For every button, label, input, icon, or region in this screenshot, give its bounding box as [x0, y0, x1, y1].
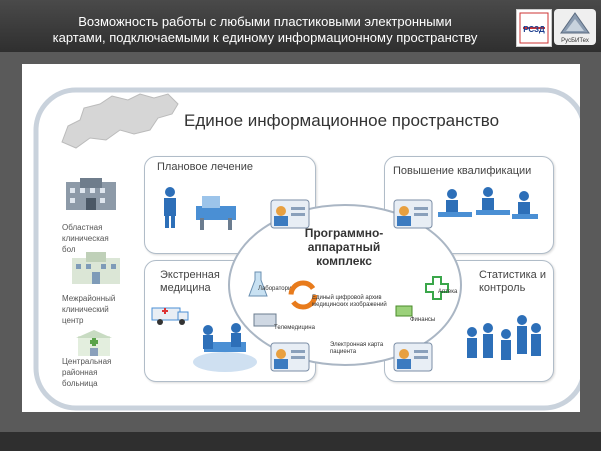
flask-icon	[248, 271, 268, 297]
ecard-label: Электронная карта пациента	[330, 342, 384, 355]
id-card-icon	[270, 199, 310, 229]
id-card-icon	[393, 342, 433, 372]
people-crowd-icon	[467, 315, 541, 360]
panel-qualification-label: Повышение квалификации	[393, 165, 532, 177]
central-hospital-label: Центральная районная больница	[62, 357, 112, 388]
rzd-logo: РСЗД	[516, 9, 552, 47]
finance-label: Финансы	[410, 317, 436, 323]
ambulance-icon	[151, 307, 189, 325]
footer-bar	[0, 432, 601, 451]
central-hospital-building-icon	[76, 330, 112, 356]
regional-hospital-label: Областная клиническая бол	[62, 223, 109, 254]
medical-equipment-icon	[196, 196, 236, 230]
pharmacy-label: Аптека	[438, 289, 458, 295]
id-card-icon	[393, 199, 433, 229]
pharmacy-cross-icon	[425, 276, 449, 300]
id-card-icon	[270, 342, 310, 372]
slide-title: Возможность работы с любыми пластиковыми…	[20, 14, 510, 46]
panel-emergency-label: Экстренная медицина	[160, 269, 220, 294]
regional-hospital-building-icon	[66, 178, 116, 210]
rusbitech-logo-text: РусБИТех	[561, 38, 589, 44]
money-icon	[395, 305, 413, 317]
header-bar: Возможность работы с любыми пластиковыми…	[0, 0, 601, 52]
operating-room-icon	[193, 323, 257, 372]
panel-statistics-label: Статистика и контроль	[479, 269, 546, 294]
rzd-logo-text: РСЗД	[523, 25, 545, 34]
center-title: Программно-аппаратный комплекс	[304, 226, 384, 268]
interdistrict-center-building-icon	[72, 252, 120, 284]
interdistrict-center-label: Межрайонный клинический центр	[62, 294, 116, 325]
rusbitech-logo: РусБИТех	[554, 9, 596, 45]
center-ellipse	[228, 204, 462, 366]
lab-label: Лаборатория	[258, 286, 295, 292]
russia-map-icon	[61, 93, 179, 149]
telemedicine-monitor-icon	[253, 313, 277, 327]
archive-icon	[288, 280, 318, 310]
panel-planned-label: Плановое лечение	[157, 161, 254, 173]
telemedicine-label: Телемедицина	[274, 325, 315, 331]
slide-title-line-1: Возможность работы с любыми пластиковыми…	[78, 14, 452, 29]
slide-title-line-2: картами, подключаемыми к единому информа…	[52, 30, 478, 45]
doctor-icon	[164, 187, 176, 228]
archive-label: Единый цифровой архив медицинских изобра…	[312, 295, 387, 308]
training-group-icon	[438, 187, 538, 219]
main-title: Единое информационное пространство	[184, 111, 500, 130]
diagram-area: Единое информационное пространство Плано…	[22, 64, 580, 412]
